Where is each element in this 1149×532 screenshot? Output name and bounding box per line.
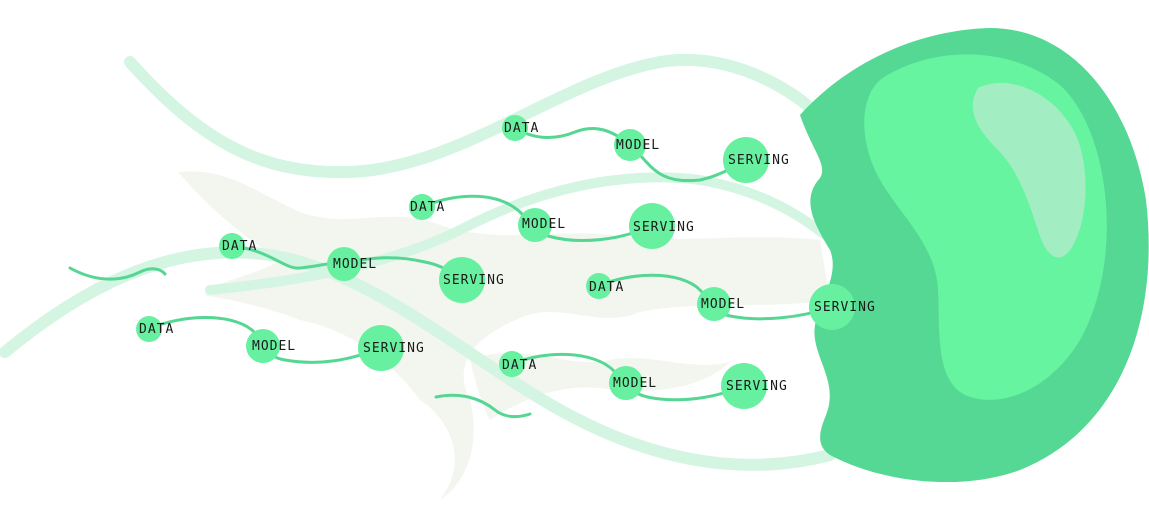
tentacle xyxy=(0,246,836,471)
data-label: DATA xyxy=(410,200,445,215)
serving-node xyxy=(723,137,769,183)
serving-node xyxy=(358,325,404,371)
mist-shape xyxy=(470,352,730,420)
loose-string xyxy=(434,393,532,419)
serving-label: SERVING xyxy=(814,300,876,315)
jellyfish-head xyxy=(800,28,1149,483)
model-node xyxy=(609,366,643,400)
pipeline: DATA MODEL SERVING xyxy=(502,115,790,183)
pipeline: DATA MODEL SERVING xyxy=(499,351,788,409)
data-label: DATA xyxy=(589,280,624,295)
mist-shape xyxy=(518,270,550,300)
model-node xyxy=(697,287,731,321)
serving-label: SERVING xyxy=(633,220,695,235)
loose-strings xyxy=(68,266,532,419)
model-label: MODEL xyxy=(252,339,296,354)
data-node xyxy=(499,351,525,377)
data-label: DATA xyxy=(504,121,539,136)
model-node xyxy=(327,247,361,281)
serving-label: SERVING xyxy=(443,273,505,288)
serving-label: SERVING xyxy=(726,379,788,394)
serving-label: SERVING xyxy=(363,341,425,356)
serving-label: SERVING xyxy=(728,153,790,168)
model-label: MODEL xyxy=(613,376,657,391)
data-node xyxy=(219,233,245,259)
model-node xyxy=(246,329,280,363)
pipelines: DATA MODEL SERVING DATA MODEL SERVING DA… xyxy=(136,115,876,409)
head-highlight xyxy=(972,82,1086,258)
pipeline: DATA MODEL SERVING xyxy=(409,194,695,249)
serving-node xyxy=(721,363,767,409)
loose-string xyxy=(68,266,167,281)
data-node xyxy=(502,115,528,141)
serving-node xyxy=(629,203,675,249)
tentacle xyxy=(124,53,821,179)
data-label: DATA xyxy=(222,239,257,254)
model-label: MODEL xyxy=(333,257,377,272)
model-node xyxy=(518,208,552,242)
data-node xyxy=(136,316,162,342)
pipeline: DATA MODEL SERVING xyxy=(136,316,425,371)
model-label: MODEL xyxy=(701,297,745,312)
data-label: DATA xyxy=(139,322,174,337)
model-label: MODEL xyxy=(616,138,660,153)
pipeline: DATA MODEL SERVING xyxy=(586,273,876,330)
pipeline: DATA MODEL SERVING xyxy=(219,233,505,303)
serving-node xyxy=(439,257,485,303)
model-node xyxy=(614,129,646,161)
data-node xyxy=(586,273,612,299)
data-label: DATA xyxy=(502,358,537,373)
model-label: MODEL xyxy=(522,217,566,232)
serving-node xyxy=(809,284,855,330)
data-node xyxy=(409,194,435,220)
